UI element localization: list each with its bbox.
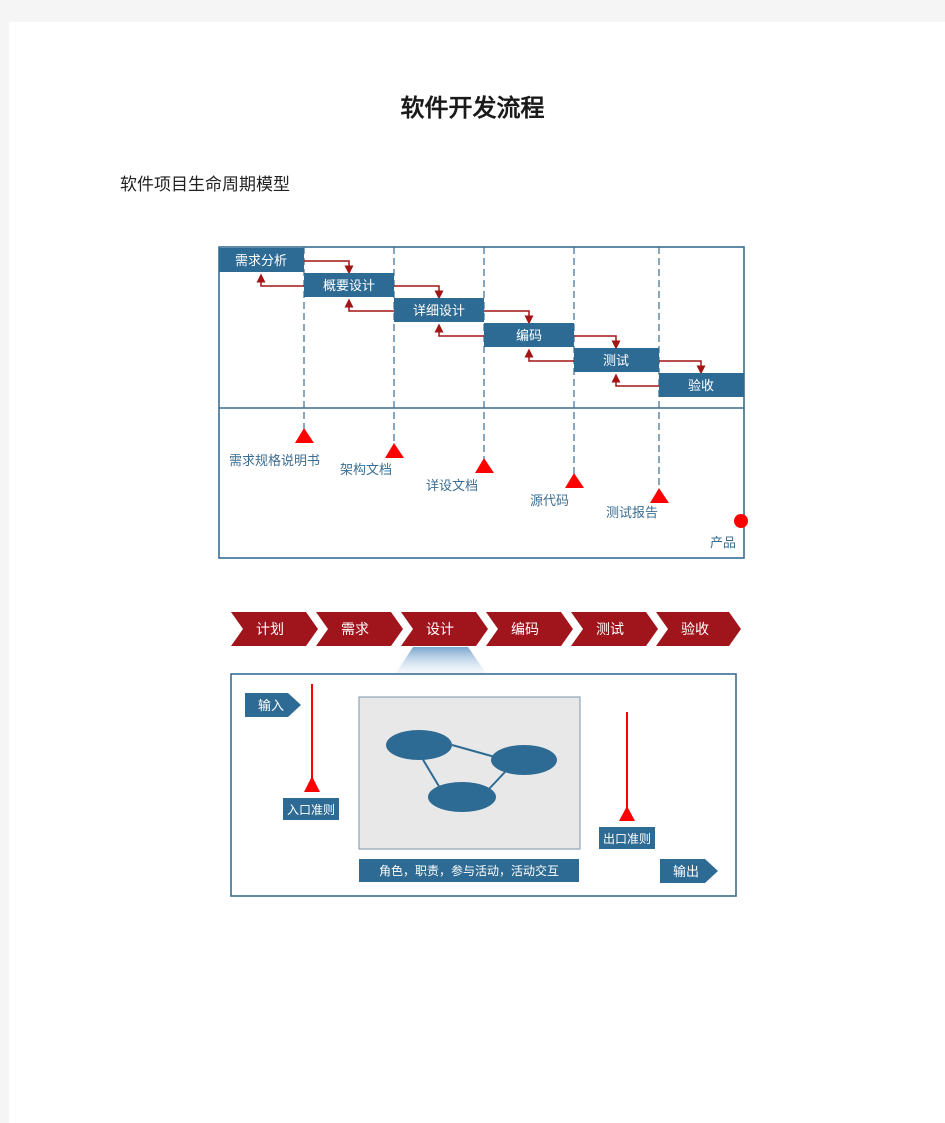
exit-criteria-label: 出口准则 <box>603 832 651 846</box>
activities-label: 角色，职责，参与活动，活动交互 <box>379 863 559 878</box>
deliverable-label: 架构文档 <box>340 463 392 478</box>
deliverable-label: 测试报告 <box>606 506 658 521</box>
input-label: 输入 <box>258 698 284 714</box>
phase-label: 验收 <box>688 378 714 394</box>
phase-label: 需求分析 <box>235 254 287 269</box>
phase-arrows <box>256 260 706 387</box>
role-node <box>491 745 557 775</box>
milestone-triangle <box>295 428 314 443</box>
milestone-triangle <box>565 473 584 488</box>
entry-marker <box>304 776 320 792</box>
process-diagram: 计划 需求 设计 编码 测试 验收 输入 入口准则 <box>230 612 741 897</box>
phase-label: 编码 <box>516 329 542 344</box>
chevron-step <box>656 612 741 646</box>
phase-label: 概要设计 <box>323 279 375 294</box>
role-links <box>421 744 506 791</box>
step-label: 编码 <box>511 622 539 638</box>
role-nodes <box>386 730 557 812</box>
deliverable-label: 需求规格说明书 <box>229 453 320 469</box>
milestone-markers <box>295 428 748 528</box>
phase-box <box>659 373 744 397</box>
chevron-step <box>486 612 573 646</box>
section-subtitle: 软件项目生命周期模型 <box>120 175 290 195</box>
activities-bar <box>359 859 579 882</box>
product-marker <box>734 514 748 528</box>
phase-box <box>484 323 574 347</box>
step-label: 需求 <box>341 622 369 638</box>
entry-criteria-box <box>283 798 339 820</box>
step-label: 测试 <box>596 622 624 638</box>
activity-box <box>358 696 581 850</box>
step-label: 计划 <box>256 622 284 638</box>
milestone-triangle <box>650 488 669 503</box>
milestone-triangle <box>385 443 404 458</box>
process-chevrons <box>231 612 741 646</box>
chevron-step <box>401 612 488 646</box>
phase-box <box>304 273 394 297</box>
document-page <box>9 22 945 1123</box>
product-label: 产品 <box>710 536 736 551</box>
output-tag <box>660 859 718 883</box>
phase-box <box>394 298 484 322</box>
entry-criteria-label: 入口准则 <box>287 803 335 817</box>
phase-label: 详细设计 <box>413 304 465 319</box>
focus-spotlight <box>396 647 486 673</box>
deliverable-label: 详设文档 <box>426 479 478 494</box>
exit-marker <box>619 806 635 821</box>
chevron-step <box>316 612 403 646</box>
exit-criteria-box <box>599 827 655 849</box>
step-label: 验收 <box>681 622 709 638</box>
phase-box <box>219 248 304 272</box>
role-node <box>386 730 452 760</box>
chevron-step <box>571 612 658 646</box>
phase-label: 测试 <box>603 354 629 369</box>
phase-box <box>574 348 659 372</box>
milestone-triangle <box>475 458 494 473</box>
input-tag <box>245 693 301 717</box>
page-title: 软件开发流程 <box>400 94 545 122</box>
deliverable-label: 源代码 <box>530 494 569 509</box>
phase-boxes <box>219 248 744 397</box>
chevron-step <box>231 612 318 646</box>
role-node <box>428 782 496 812</box>
lifecycle-frame <box>218 246 745 559</box>
step-label: 设计 <box>426 622 454 638</box>
lifecycle-diagram: 需求分析 概要设计 详细设计 编码 测试 验收 需求规格说明书 架构文档 详设文… <box>218 246 748 559</box>
output-label: 输出 <box>673 864 699 880</box>
